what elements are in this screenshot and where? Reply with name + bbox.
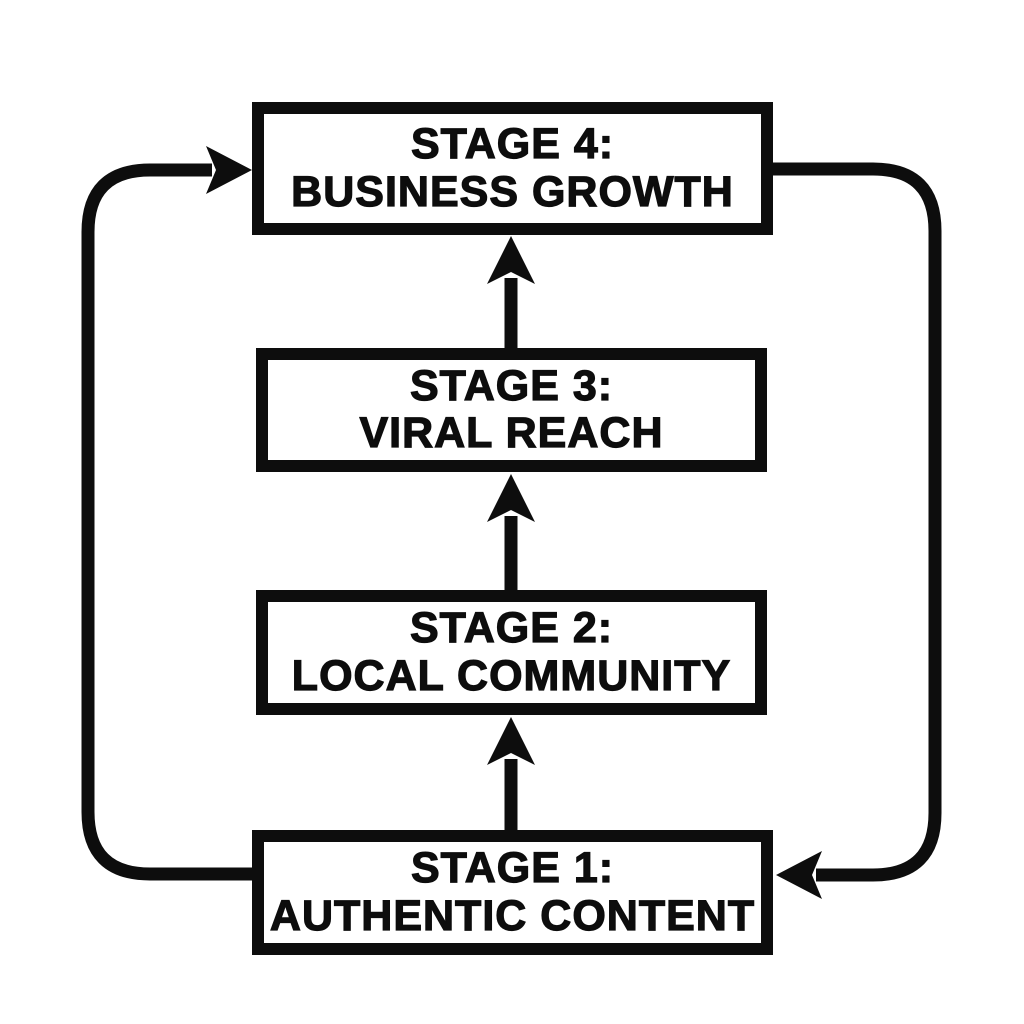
up-arrowhead-icon xyxy=(487,236,535,284)
stage-4-label-line2: BUSINESS GROWTH xyxy=(291,167,734,216)
stage-1-label-line2: AUTHENTIC CONTENT xyxy=(269,891,756,940)
right-feedback-arrowhead-icon xyxy=(776,851,822,899)
left-feedback-line xyxy=(81,163,258,881)
up-arrowhead-icon xyxy=(487,474,535,522)
up-arrowhead-icon xyxy=(487,717,535,765)
left-feedback-arrowhead-icon xyxy=(206,146,252,194)
stage-2-box: STAGE 2: LOCAL COMMUNITY xyxy=(256,590,767,715)
right-feedback-line xyxy=(766,162,942,882)
stage-2-label-line1: STAGE 2: xyxy=(409,604,614,653)
stage-4-box: STAGE 4: BUSINESS GROWTH xyxy=(252,102,773,235)
stage-1-box: STAGE 1: AUTHENTIC CONTENT xyxy=(252,830,773,955)
stage-3-label-line1: STAGE 3: xyxy=(409,361,614,410)
stage-4-label-line1: STAGE 4: xyxy=(410,120,615,169)
stage-1-label-line1: STAGE 1: xyxy=(410,844,615,893)
stage-3-label-line2: VIRAL REACH xyxy=(359,409,664,458)
stage-3-box: STAGE 3: VIRAL REACH xyxy=(256,348,767,472)
stage-2-label-line2: LOCAL COMMUNITY xyxy=(291,651,732,700)
